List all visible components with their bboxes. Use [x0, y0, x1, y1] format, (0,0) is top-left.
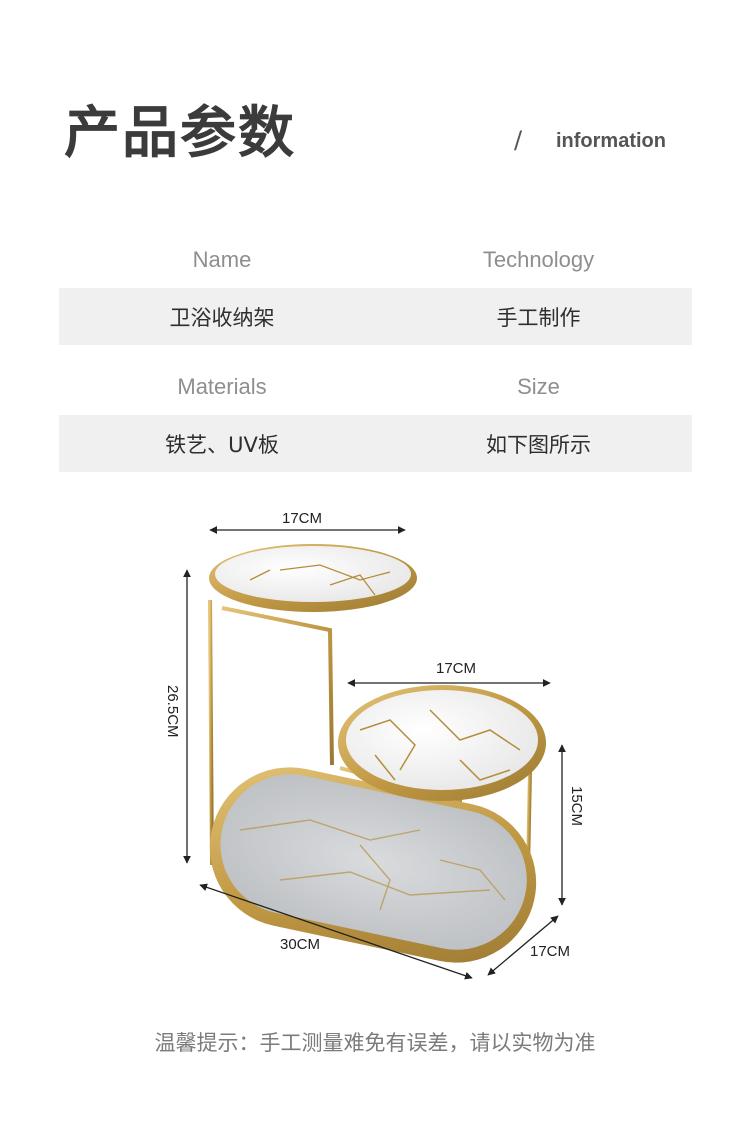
label-technology: Technology — [482, 246, 595, 272]
spec-header-row-1: Name Technology — [59, 231, 692, 288]
middle-tray — [338, 685, 546, 801]
dim-middle-width: 17CM — [436, 660, 476, 677]
measurement-note: 温馨提示：手工测量难免有误差，请以实物为准 — [154, 1031, 596, 1055]
subtitle: information — [556, 130, 666, 152]
top-tray — [209, 544, 417, 612]
dim-height-right: 15CM — [568, 786, 585, 826]
title-separator: / — [514, 126, 523, 154]
value-technology: 手工制作 — [496, 305, 581, 330]
dimension-lines — [183, 526, 566, 980]
product-illustration: 17CM 17CM 26.5CM 15CM 30CM 17CM — [164, 510, 585, 980]
label-materials: Materials — [177, 373, 267, 399]
page-title: 产品参数 — [64, 100, 296, 166]
dim-bottom-length: 30CM — [280, 936, 320, 953]
dim-height-left: 26.5CM — [164, 685, 181, 738]
spec-value-row-1: 卫浴收纳架 手工制作 — [59, 288, 692, 345]
dim-bottom-depth: 17CM — [530, 943, 570, 960]
value-name: 卫浴收纳架 — [169, 305, 275, 330]
label-size: Size — [517, 373, 560, 399]
dim-top-width: 17CM — [282, 510, 322, 527]
label-name: Name — [192, 246, 252, 272]
spec-value-row-2: 铁艺、UV板 如下图所示 — [59, 415, 692, 472]
value-materials: 铁艺、UV板 — [165, 432, 279, 457]
value-size: 如下图所示 — [486, 432, 591, 457]
spec-header-row-2: Materials Size — [59, 358, 692, 415]
